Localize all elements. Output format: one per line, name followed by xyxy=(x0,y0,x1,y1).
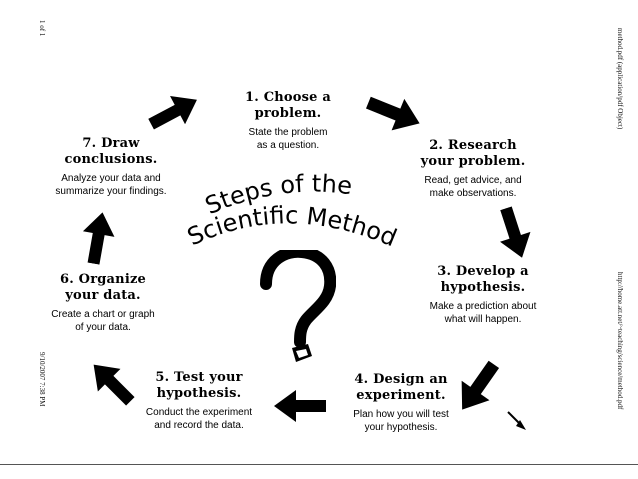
step-4-title-line1: 4. Design an xyxy=(354,372,448,387)
step-1-title-line2: problem. xyxy=(254,106,322,121)
document-url-label: http://home.att.net/~teaching/science/me… xyxy=(616,272,624,410)
cursor-mark-icon xyxy=(507,411,526,430)
diagram-title: Steps of the Scientific Method xyxy=(183,170,401,253)
step-3: 3. Develop a hypothesis. Make a predicti… xyxy=(418,264,548,326)
step-5: 5. Test your hypothesis. Conduct the exp… xyxy=(134,370,264,432)
question-mark-swirl-icon xyxy=(260,250,336,362)
step-7-title-line1: 7. Draw xyxy=(82,136,140,151)
print-timestamp-label: 9/10/2007 7:38 PM xyxy=(38,352,46,407)
arrow-icon xyxy=(500,206,531,258)
step-2: 2. Research your problem. Read, get advi… xyxy=(408,138,538,200)
step-2-title-line2: your problem. xyxy=(420,154,526,169)
arrow-icon xyxy=(82,212,115,265)
arrow-icon xyxy=(365,96,420,131)
page-bottom-rule xyxy=(0,464,638,465)
step-7: 7. Draw conclusions. Analyze your data a… xyxy=(46,136,176,198)
page-count-label: 1 of 1 xyxy=(38,20,46,37)
document-title-label: method.pdf (application/pdf Object) xyxy=(616,28,624,130)
arrow-icon xyxy=(461,360,500,410)
step-5-title-line2: hypothesis. xyxy=(156,386,242,401)
step-7-title-line2: conclusions. xyxy=(64,152,158,167)
arrow-icon xyxy=(274,390,326,422)
step-3-title-line1: 3. Develop a xyxy=(437,264,529,279)
step-6-title-line2: your data. xyxy=(65,288,141,303)
step-6: 6. Organize your data. Create a chart or… xyxy=(38,272,168,334)
arrow-icon xyxy=(148,95,197,130)
step-6-title-line1: 6. Organize xyxy=(59,272,147,287)
arrow-icon xyxy=(93,364,135,406)
step-4: 4. Design an experiment. Plan how you wi… xyxy=(336,372,466,434)
step-5-title-line1: 5. Test your xyxy=(155,370,243,385)
step-3-title-line2: hypothesis. xyxy=(440,280,526,295)
step-2-title-line1: 2. Research xyxy=(429,138,517,153)
step-1-title-line1: 1. Choose a xyxy=(245,90,331,105)
step-4-title-line2: experiment. xyxy=(356,388,446,403)
